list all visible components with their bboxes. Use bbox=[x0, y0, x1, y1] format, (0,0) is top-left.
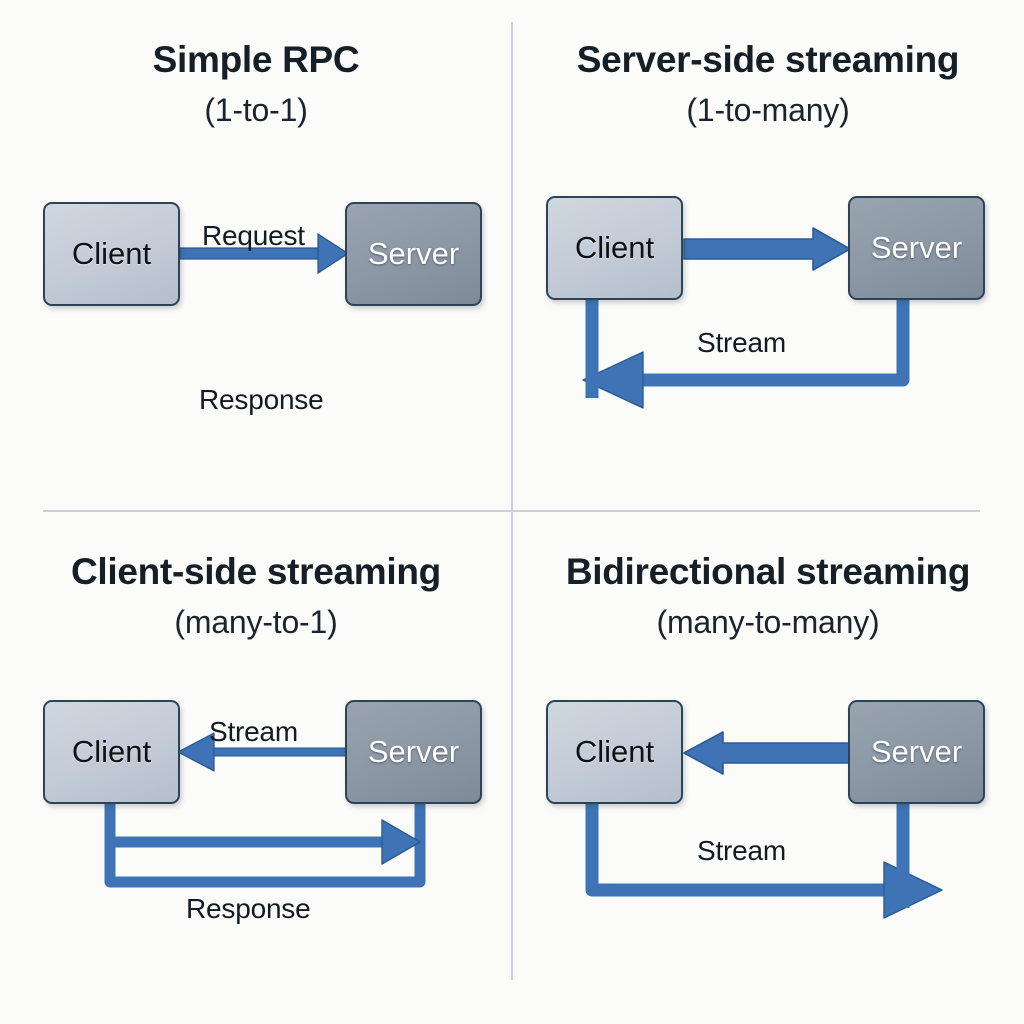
node-client-label: Client bbox=[574, 734, 655, 769]
vertical-divider bbox=[511, 22, 513, 980]
horizontal-divider bbox=[43, 510, 980, 512]
panel-subtitle: (many-to-1) bbox=[174, 603, 338, 640]
panel-bidirectional-streaming: Bidirectional streaming (many-to-many) C… bbox=[512, 512, 1024, 1024]
arrow-request bbox=[179, 232, 350, 275]
panel-subtitle: (1-to-1) bbox=[204, 91, 308, 128]
edge-label-response: Response bbox=[186, 893, 311, 924]
node-server-label: Server bbox=[367, 236, 460, 271]
node-server-label: Server bbox=[870, 734, 963, 769]
edge-label-stream: Stream bbox=[697, 327, 787, 358]
panel-subtitle: (many-to-many) bbox=[656, 603, 880, 640]
panel-title: Simple RPC bbox=[152, 39, 360, 80]
panel-heading-group: Client-side streaming (many-to-1) bbox=[0, 512, 512, 643]
edge-label-stream: Stream bbox=[697, 835, 787, 866]
panel-server-side-streaming: Server-side streaming (1-to-many) Client… bbox=[512, 0, 1024, 512]
arrow-layer bbox=[585, 731, 943, 919]
arrow-response-loop bbox=[104, 804, 426, 888]
panel-client-side-streaming: Client-side streaming (many-to-1) Client… bbox=[0, 512, 512, 1024]
node-client[interactable]: Client bbox=[546, 700, 683, 804]
arrow-server-to-client bbox=[683, 731, 853, 775]
arrow-layer bbox=[104, 732, 426, 888]
panel-subtitle: (1-to-many) bbox=[686, 91, 850, 128]
panel-simple-rpc: Simple RPC (1-to-1) Client Server Reques… bbox=[0, 0, 512, 512]
panel-title: Client-side streaming bbox=[71, 551, 441, 592]
node-client[interactable]: Client bbox=[546, 196, 683, 300]
node-server[interactable]: Server bbox=[848, 700, 985, 804]
arrow-stream-loop bbox=[585, 804, 943, 919]
panel-title: Bidirectional streaming bbox=[565, 551, 971, 592]
node-server[interactable]: Server bbox=[345, 700, 482, 804]
node-client-label: Client bbox=[574, 230, 655, 265]
edge-label-stream: Stream bbox=[209, 716, 299, 747]
edge-label-request: Request bbox=[202, 220, 305, 251]
node-server[interactable]: Server bbox=[345, 202, 482, 306]
node-server-label: Server bbox=[870, 230, 963, 265]
panel-title: Server-side streaming bbox=[576, 39, 960, 80]
node-client-label: Client bbox=[71, 236, 152, 271]
arrow-client-to-server bbox=[683, 227, 851, 271]
node-server-label: Server bbox=[367, 734, 460, 769]
node-client-label: Client bbox=[71, 734, 152, 769]
node-client[interactable]: Client bbox=[43, 700, 180, 804]
edge-label-response: Response bbox=[199, 384, 324, 415]
node-client[interactable]: Client bbox=[43, 202, 180, 306]
panel-heading-group: Server-side streaming (1-to-many) bbox=[512, 0, 1024, 131]
panel-heading-group: Bidirectional streaming (many-to-many) bbox=[512, 512, 1024, 643]
node-server[interactable]: Server bbox=[848, 196, 985, 300]
arrow-stream-loop bbox=[582, 298, 910, 409]
arrow-layer bbox=[582, 227, 910, 409]
arrow-layer bbox=[179, 232, 350, 275]
panel-heading-group: Simple RPC (1-to-1) bbox=[0, 0, 512, 131]
